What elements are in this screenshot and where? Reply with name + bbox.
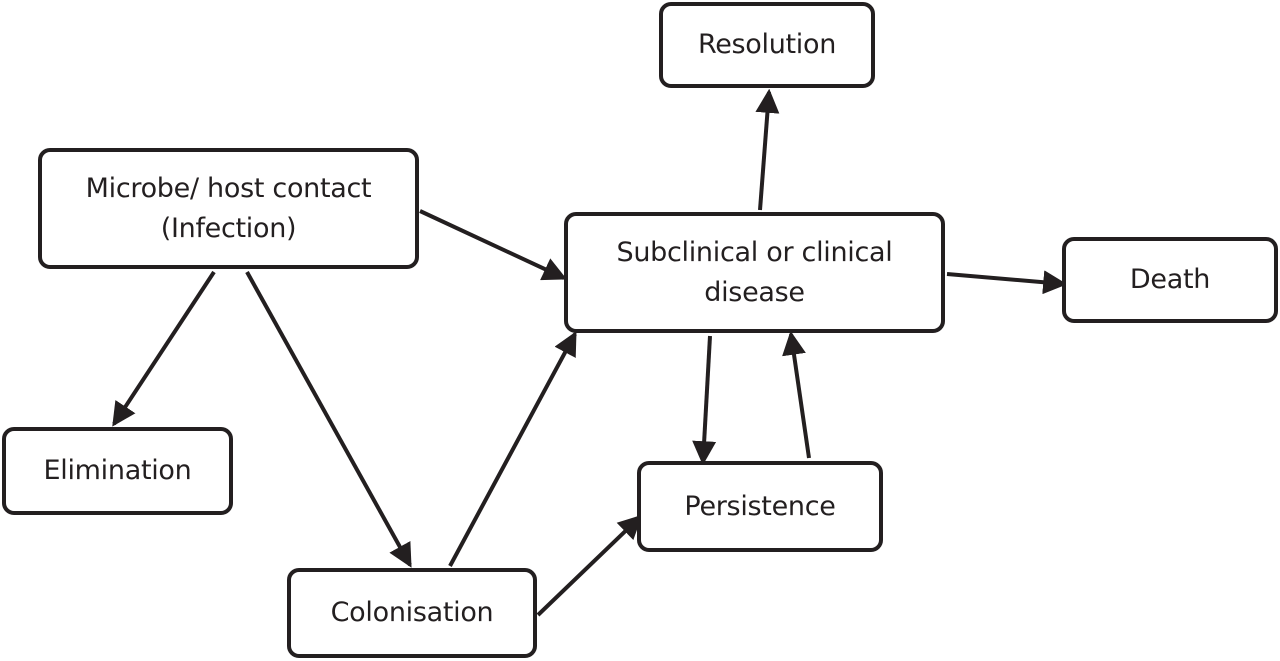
node-microbe-label-line-2: (Infection) <box>160 212 297 244</box>
arrow-persistence-to-subclinical <box>782 330 811 459</box>
arrow-colonisation-to-persistence <box>536 514 643 617</box>
node-death: Death <box>1062 237 1278 323</box>
arrow-subclinical-to-resolution <box>755 88 780 211</box>
node-persistence-label: Persistence <box>684 490 836 522</box>
node-persistence: Persistence <box>637 461 883 552</box>
node-death-label: Death <box>1129 264 1211 296</box>
arrow-microbe-to-subclinical <box>419 209 567 281</box>
node-colonisation-label: Colonisation <box>330 597 494 629</box>
arrow-microbe-to-colonisation <box>245 271 412 568</box>
node-subclinical-label-line-1: Subclinical or clinical <box>616 237 893 269</box>
arrow-colonisation-to-subclinical <box>448 331 577 567</box>
arrow-microbe-to-elimination <box>112 270 216 427</box>
node-microbe-label-line-1: Microbe/ host contact <box>85 173 372 205</box>
node-subclinical-disease: Subclinical or clinical disease <box>564 212 945 333</box>
node-colonisation: Colonisation <box>287 568 537 658</box>
arrow-subclinical-to-persistence <box>692 335 717 466</box>
arrow-subclinical-to-death <box>946 270 1068 295</box>
node-elimination: Elimination <box>2 427 233 515</box>
node-subclinical-label-line-2: disease <box>704 276 805 308</box>
node-resolution: Resolution <box>659 2 875 88</box>
node-microbe-host-contact: Microbe/ host contact (Infection) <box>38 148 419 269</box>
node-resolution-label: Resolution <box>697 29 837 61</box>
node-elimination-label: Elimination <box>43 455 192 487</box>
